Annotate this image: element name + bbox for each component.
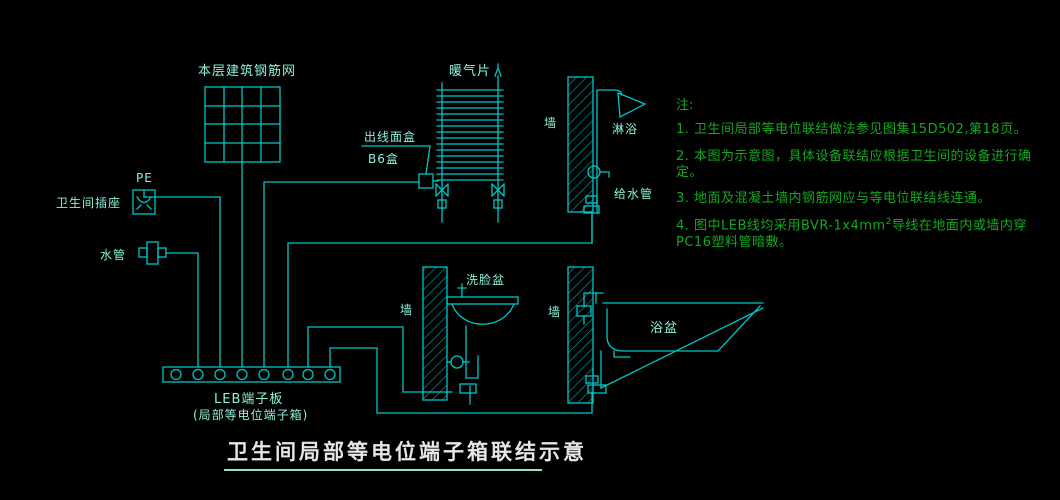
water-pipe-symbol bbox=[138, 241, 167, 265]
wire-leb-to-shower bbox=[287, 214, 593, 368]
wall-hatch-shower bbox=[567, 76, 594, 213]
label-radiator: 暖气片 bbox=[449, 64, 492, 79]
bathtub-symbol bbox=[576, 292, 764, 394]
label-bathroom-socket: 卫生间插座 bbox=[56, 196, 122, 210]
note-item-1: 1. 卫生间局部等电位联结做法参见图集15D502,第18页。 bbox=[676, 122, 1028, 138]
label-wall-shower: 墙 bbox=[544, 116, 558, 130]
rebar-mesh-grid bbox=[204, 86, 281, 368]
label-outlet-box: 出线面盒 bbox=[364, 130, 417, 144]
label-wall-tub: 墙 bbox=[548, 305, 562, 319]
label-water-pipe: 水管 bbox=[100, 248, 127, 262]
outlet-box-symbol bbox=[361, 145, 439, 189]
wall-hatch-basin bbox=[422, 266, 448, 401]
label-rebar-mesh: 本层建筑钢筋网 bbox=[198, 64, 297, 79]
wire-socket-to-leb bbox=[154, 196, 221, 368]
washbasin-symbol bbox=[446, 283, 519, 405]
note-item-4-pre: 4. 图中LEB线均采用BVR-1x4mm bbox=[676, 218, 886, 234]
wire-leb-to-basin bbox=[307, 326, 453, 393]
label-leb-board: LEB端子板 bbox=[214, 392, 284, 407]
wire-leb-to-outlet-box bbox=[263, 181, 420, 368]
socket-symbol bbox=[132, 189, 156, 215]
leb-terminal-board bbox=[162, 366, 341, 383]
drawing-title: 卫生间局部等电位端子箱联结示意 bbox=[227, 440, 587, 464]
wire-waterpipe-to-leb bbox=[165, 252, 199, 368]
note-item-4: 4. 图中LEB线均采用BVR-1x4mm2导线在地面内或墙内穿PC16塑料管暗… bbox=[676, 217, 1058, 251]
note-item-2: 2. 本图为示意图，具体设备联结应根据卫生间的设备进行确定。 bbox=[676, 148, 1032, 180]
radiator-symbol bbox=[435, 63, 505, 223]
label-bathtub: 浴盆 bbox=[650, 321, 679, 336]
notes-heading: 注: bbox=[676, 98, 694, 113]
notes-block: 注: 1. 卫生间局部等电位联结做法参见图集15D502,第18页。 2. 本图… bbox=[676, 98, 1058, 261]
wire-leb-to-tub bbox=[329, 347, 593, 414]
label-wall-basin: 墙 bbox=[400, 303, 414, 317]
note-item-4-sup: 2 bbox=[885, 217, 892, 228]
wall-hatch-tub bbox=[567, 266, 594, 404]
label-pe: PE bbox=[136, 171, 153, 185]
label-b6-box: B6盒 bbox=[368, 152, 399, 166]
label-shower: 淋浴 bbox=[612, 122, 639, 136]
note-item-3: 3. 地面及混凝土墙内钢筋网应与等电位联结线连通。 bbox=[676, 191, 992, 206]
label-leb-board-sub: (局部等电位端子箱) bbox=[193, 408, 309, 422]
label-supply-pipe: 给水管 bbox=[614, 187, 654, 201]
label-washbasin: 洗脸盆 bbox=[466, 273, 506, 287]
title-underline bbox=[224, 469, 542, 471]
note-item-4-post: 导线在地面内或墙内穿PC16塑料管暗敷。 bbox=[676, 218, 1027, 250]
